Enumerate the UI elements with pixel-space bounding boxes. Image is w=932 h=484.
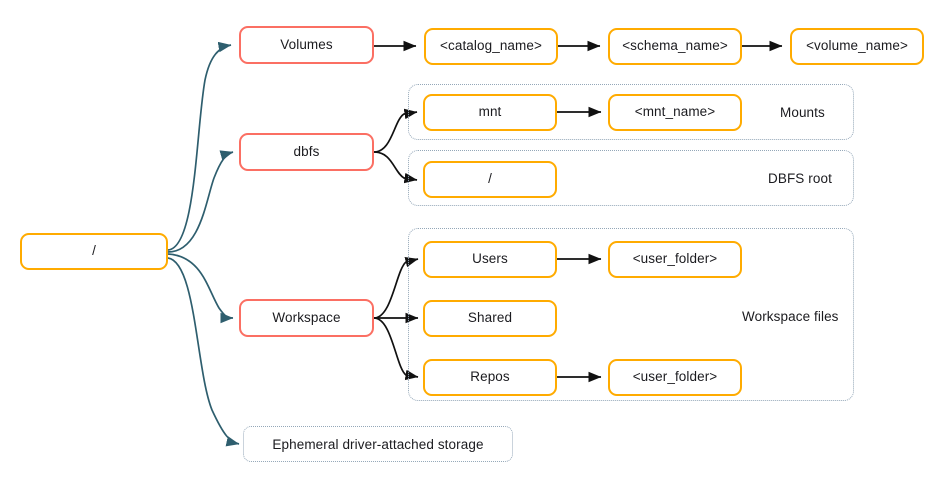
node-volume-name[interactable]: <volume_name> [790, 28, 924, 65]
node-root[interactable]: / [20, 233, 168, 270]
node-workspace-label: Workspace [272, 309, 341, 325]
node-mnt-name-label: <mnt_name> [634, 104, 716, 120]
node-ephemeral-storage: Ephemeral driver-attached storage [243, 426, 513, 462]
node-mnt[interactable]: mnt [423, 94, 557, 131]
node-schema-name[interactable]: <schema_name> [608, 28, 742, 65]
edges-from-root [167, 41, 240, 447]
node-mnt-label: mnt [478, 104, 502, 120]
node-mnt-name[interactable]: <mnt_name> [608, 94, 742, 131]
node-repos-user-folder-label: <user_folder> [632, 369, 718, 385]
node-users[interactable]: Users [423, 241, 557, 278]
node-users-user-folder-label: <user_folder> [632, 251, 718, 267]
node-shared-label: Shared [467, 310, 513, 326]
node-volume-name-label: <volume_name> [806, 38, 908, 54]
group-label-mounts: Mounts [780, 105, 825, 120]
node-catalog-name-label: <catalog_name> [440, 38, 542, 54]
node-root-label: / [92, 243, 96, 259]
node-repos[interactable]: Repos [423, 359, 557, 396]
node-catalog-name[interactable]: <catalog_name> [424, 28, 558, 65]
node-dbfs-root-slash-label: / [488, 171, 492, 187]
group-label-dbfs-root: DBFS root [768, 171, 832, 186]
node-dbfs-label: dbfs [293, 143, 320, 159]
node-ephemeral-storage-label: Ephemeral driver-attached storage [272, 436, 484, 452]
node-workspace[interactable]: Workspace [239, 299, 374, 337]
node-dbfs-root-slash[interactable]: / [423, 161, 557, 198]
group-label-workspace-files: Workspace files [742, 309, 839, 324]
node-volumes-label: Volumes [280, 36, 333, 52]
node-repos-user-folder[interactable]: <user_folder> [608, 359, 742, 396]
node-volumes[interactable]: Volumes [239, 26, 374, 64]
node-schema-name-label: <schema_name> [622, 38, 728, 54]
node-repos-label: Repos [470, 369, 510, 385]
node-users-label: Users [472, 251, 508, 267]
node-users-user-folder[interactable]: <user_folder> [608, 241, 742, 278]
node-shared[interactable]: Shared [423, 300, 557, 337]
node-dbfs[interactable]: dbfs [239, 133, 374, 171]
